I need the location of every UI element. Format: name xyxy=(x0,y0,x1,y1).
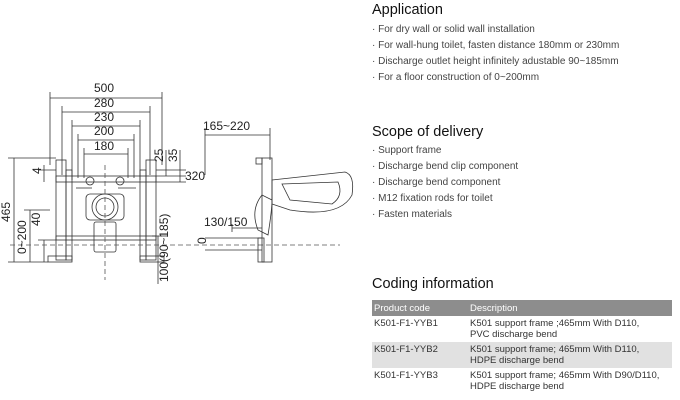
table-row: K501-F1-YYB1 K501 support frame ;465mm W… xyxy=(372,316,672,342)
technical-drawing: 500 280 230 200 180 465 0~200 40 4 25 35… xyxy=(0,81,354,284)
product-code-cell: K501-F1-YYB3 xyxy=(374,370,438,381)
dim-100-90-185: 100(90~185) xyxy=(157,214,171,282)
dim-165-220: 165~220 xyxy=(203,119,250,133)
application-section: Application · For dry wall or solid wall… xyxy=(372,2,619,86)
dim-320: 320 xyxy=(185,169,205,183)
description-cell: K501 support frame; 465mm With D90/D110,… xyxy=(470,370,660,392)
dim-200: 200 xyxy=(94,124,114,138)
list-item: · M12 fixation rods for toilet xyxy=(372,193,493,204)
dim-35: 35 xyxy=(166,148,180,162)
list-item: · Discharge bend clip component xyxy=(372,161,519,172)
table-header-row: Product code Description xyxy=(372,300,672,316)
list-item: · Discharge bend component xyxy=(372,177,501,188)
dim-25: 25 xyxy=(152,148,166,162)
list-item: · For wall-hung toilet, fasten distance … xyxy=(372,40,620,51)
dim-4: 4 xyxy=(30,167,44,174)
dim-180: 180 xyxy=(94,139,114,153)
application-title: Application xyxy=(372,2,443,18)
dim-500: 500 xyxy=(94,81,114,95)
table-row: K501-F1-YYB3 K501 support frame; 465mm W… xyxy=(372,368,672,394)
application-list: · For dry wall or solid wall installatio… xyxy=(372,22,619,86)
coding-title: Coding information xyxy=(372,276,494,292)
description-cell: K501 support frame; 465mm With D110,HDPE… xyxy=(468,342,672,368)
coding-section: Coding information Product code Descript… xyxy=(372,276,672,394)
dim-0-200: 0~200 xyxy=(15,220,29,254)
dim-280: 280 xyxy=(94,96,114,110)
list-item: · Discharge outlet height infinitely adu… xyxy=(372,56,619,67)
list-item: · For dry wall or solid wall installatio… xyxy=(372,24,535,35)
scope-title: Scope of delivery xyxy=(372,124,484,140)
coding-table: Product code Description K501-F1-YYB1 K5… xyxy=(372,300,672,394)
list-item: · Fasten materials xyxy=(372,209,453,220)
table-row: K501-F1-YYB2 K501 support frame; 465mm W… xyxy=(372,342,672,368)
list-item: · Support frame xyxy=(372,145,442,156)
dim-40: 40 xyxy=(29,212,43,226)
dim-0: 0 xyxy=(195,237,209,244)
column-header-product-code: Product code xyxy=(372,300,468,316)
scope-section: Scope of delivery · Support frame · Disc… xyxy=(372,124,518,223)
dim-230: 230 xyxy=(94,110,114,124)
product-code-cell: K501-F1-YYB2 xyxy=(372,342,468,368)
dim-130-150: 130/150 xyxy=(204,215,248,229)
column-header-description: Description xyxy=(468,300,672,316)
product-code-cell: K501-F1-YYB1 xyxy=(374,318,438,329)
scope-list: · Support frame · Discharge bend clip co… xyxy=(372,143,518,223)
description-cell: K501 support frame ;465mm With D110,PVC … xyxy=(470,318,640,340)
dim-465: 465 xyxy=(0,202,13,222)
list-item: · For a floor construction of 0~200mm xyxy=(372,72,540,83)
